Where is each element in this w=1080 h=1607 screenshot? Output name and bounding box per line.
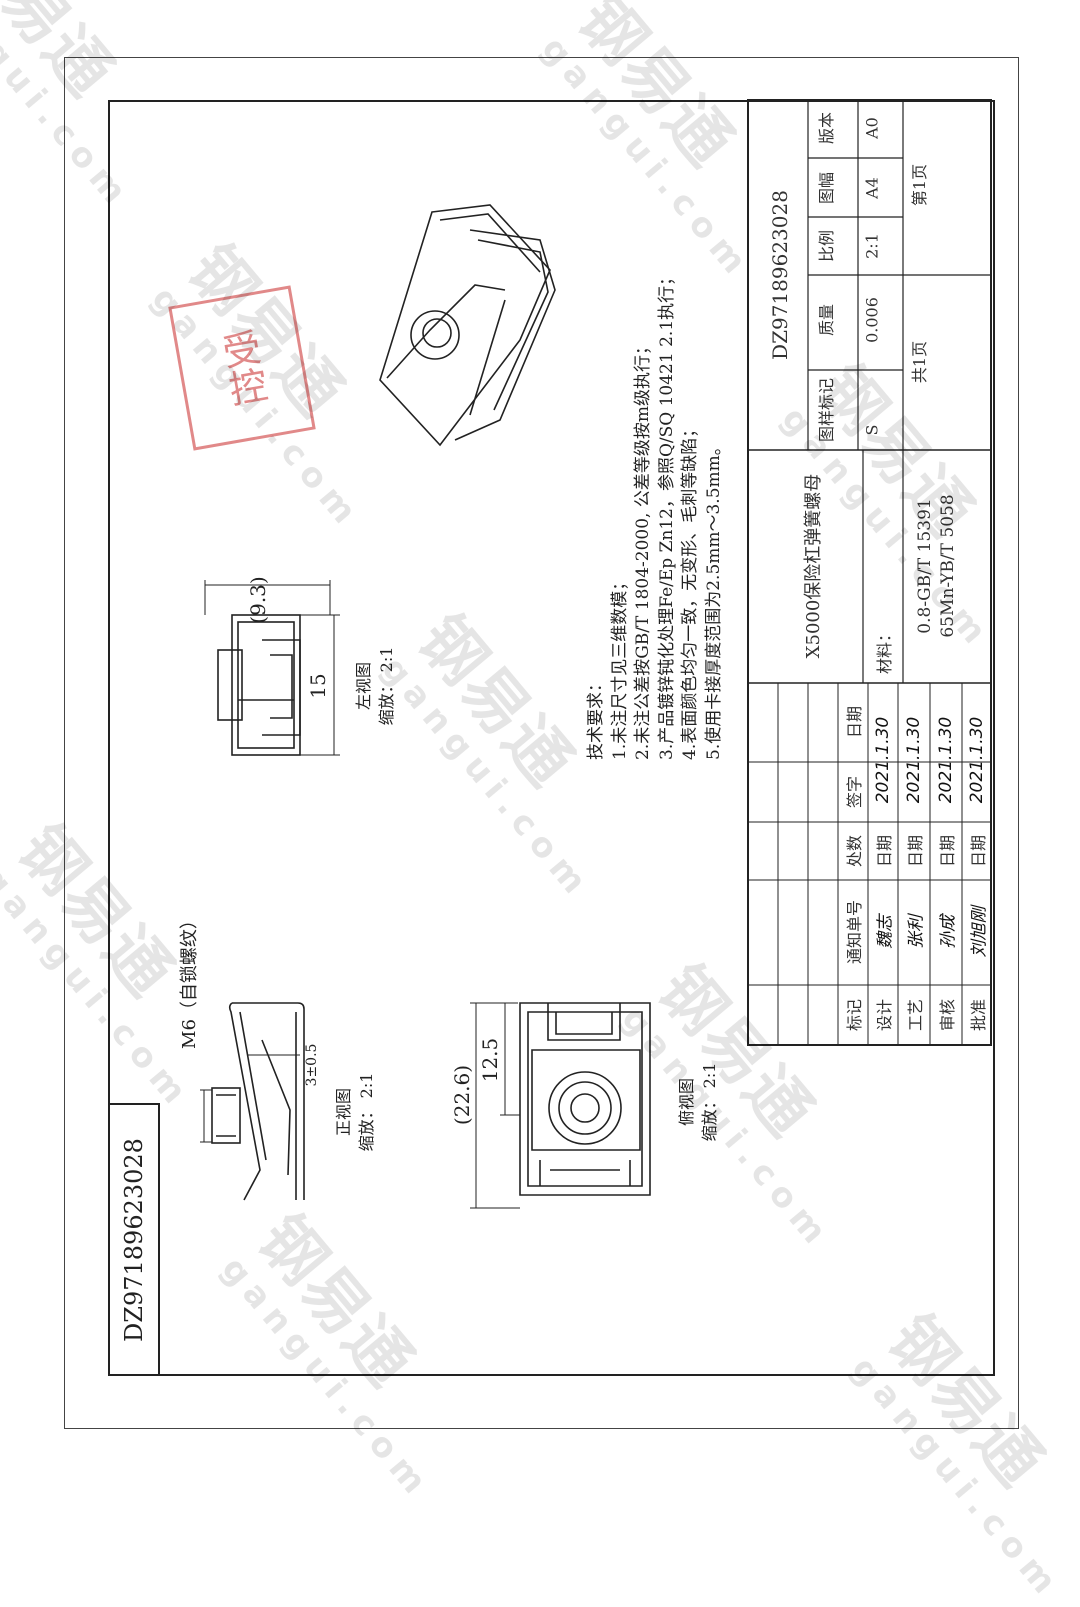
header-mass: 质量 — [817, 303, 836, 337]
signature-review: 孙成 — [938, 915, 959, 949]
signature-process: 张利 — [906, 915, 927, 949]
role-approve: 批准 — [969, 998, 988, 1032]
technical-drawing — [200, 204, 651, 1209]
date-process: 2021.1.30 — [904, 716, 924, 804]
left-view-drawing — [204, 580, 340, 756]
header-sheet-size: 图幅 — [817, 171, 836, 205]
control-stamp: 受控 — [168, 285, 316, 451]
drawing-number-box — [108, 1103, 160, 1374]
control-stamp-text: 受控 — [213, 326, 270, 410]
value-mass: 0.006 — [862, 297, 882, 343]
role-review: 审核 — [938, 998, 957, 1032]
outer-border — [64, 57, 1019, 1429]
front-view-drawing — [200, 1002, 305, 1201]
signature-approve: 刘旭刚 — [969, 906, 990, 958]
date-design: 2021.1.30 — [873, 716, 893, 804]
date-label-review: 日期 — [938, 834, 957, 868]
date-review: 2021.1.30 — [936, 716, 956, 804]
isometric-view-drawing — [379, 204, 556, 447]
rev-header-mark: 标记 — [845, 998, 864, 1032]
title-block — [747, 99, 992, 1046]
signature-design: 魏志 — [875, 915, 896, 949]
date-approve: 2021.1.30 — [967, 716, 987, 804]
material-label: 材料： — [875, 625, 894, 675]
material-spec-1: 0.8-GB/T 15391 — [915, 498, 935, 634]
drawing-frame — [108, 100, 995, 1376]
rev-header-sign: 签字 — [845, 775, 864, 809]
part-name: X5000保险杠弹簧螺母 — [803, 473, 824, 659]
sheet-number: 第1页 — [910, 163, 929, 207]
role-design: 设计 — [875, 998, 894, 1032]
value-scale: 2:1 — [862, 233, 882, 259]
rev-header-date: 日期 — [845, 705, 864, 739]
value-pattern-mark: S — [862, 424, 882, 436]
material-spec-2: 65Mn-YB/T 5058 — [938, 494, 958, 638]
rev-header-notice: 通知单号 — [845, 899, 864, 965]
value-sheet-size: A4 — [862, 177, 882, 199]
date-label-approve: 日期 — [969, 834, 988, 868]
drawing-number-title: DZ97189623028 — [768, 190, 792, 360]
sheets-total: 共1页 — [910, 340, 929, 384]
value-version: A0 — [862, 117, 882, 139]
rev-header-count: 处数 — [845, 834, 864, 868]
header-scale: 比例 — [817, 229, 836, 263]
date-label-design: 日期 — [875, 834, 894, 868]
date-label-process: 日期 — [906, 834, 925, 868]
role-process: 工艺 — [906, 998, 925, 1032]
header-version: 版本 — [817, 111, 836, 145]
header-pattern-mark: 图样标记 — [817, 377, 836, 443]
top-view-drawing — [470, 1002, 651, 1209]
